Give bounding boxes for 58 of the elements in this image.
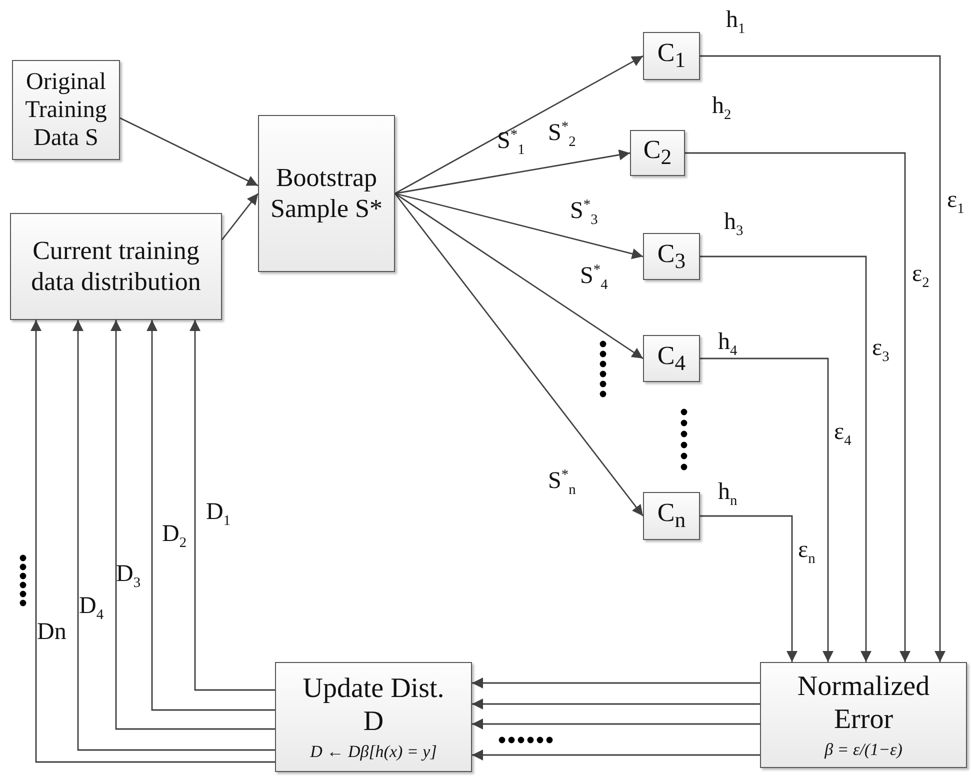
arrow xyxy=(700,358,834,662)
arrow xyxy=(146,320,275,711)
box-label: Normalized Error xyxy=(796,670,931,736)
box-label: Bootstrap Sample S* xyxy=(270,162,384,224)
edge-label: Dn xyxy=(37,620,66,644)
formula-text: D ← Dβ[h(x) = y] xyxy=(310,742,437,762)
box-label: Update Dist. D xyxy=(302,672,446,738)
edge-label: D$_{4}$ xyxy=(79,594,104,622)
edge-label: D$_{2}$ xyxy=(162,522,187,550)
error-label: ε$_{4}$ xyxy=(834,420,852,448)
process-box xyxy=(643,335,700,382)
arrow xyxy=(30,320,275,763)
arrow xyxy=(190,320,275,691)
arrow xyxy=(700,256,872,662)
error-label: ε$_{n}$ xyxy=(798,538,816,566)
arrow xyxy=(120,117,258,186)
arrow xyxy=(221,193,259,240)
arrow xyxy=(394,193,644,516)
arrow xyxy=(472,718,760,730)
arrow xyxy=(110,320,275,730)
box-label: Original Training Data S xyxy=(24,68,108,152)
arrow xyxy=(394,149,630,194)
process-box xyxy=(643,492,700,540)
error-label: ε$_{2}$ xyxy=(912,262,930,290)
arrow xyxy=(700,515,798,662)
error-label: ε$_{3}$ xyxy=(872,336,890,364)
arrow xyxy=(394,192,644,360)
process-box xyxy=(643,32,700,80)
formula-text: β = ε/(1−ε) xyxy=(824,740,902,760)
process-box xyxy=(760,662,967,768)
arrow xyxy=(394,192,644,260)
box-label: C$_{3}$ xyxy=(657,238,686,274)
arrow xyxy=(700,55,946,662)
edge-label: h$_{2}$ xyxy=(712,94,732,122)
box-label: C$_{n}$ xyxy=(657,498,686,534)
process-box xyxy=(258,115,395,272)
process-box xyxy=(12,60,120,160)
arrow xyxy=(472,750,760,760)
process-box xyxy=(643,233,700,280)
process-box xyxy=(275,662,472,772)
box-label: C$_{4}$ xyxy=(657,340,686,376)
arrow xyxy=(472,698,760,710)
edge-label: D$_{3}$ xyxy=(116,562,141,590)
arrow xyxy=(394,55,644,194)
edge-label: h$_{1}$ xyxy=(726,8,746,36)
box-label: C$_{1}$ xyxy=(657,38,686,74)
error-label: ε$_{1}$ xyxy=(947,188,964,216)
process-box xyxy=(630,130,685,176)
arrow xyxy=(685,152,910,662)
process-box xyxy=(10,213,222,320)
arrow xyxy=(72,320,275,751)
edge-label: h$_{3}$ xyxy=(724,210,744,238)
arrow xyxy=(472,678,760,688)
box-label: Current training data distribution xyxy=(30,236,202,298)
edge-label: h$_{n}$ xyxy=(718,480,738,508)
box-label: C$_{2}$ xyxy=(643,135,672,171)
edge-label: h$_{4}$ xyxy=(718,330,738,358)
edge-label: D$_{1}$ xyxy=(206,500,231,528)
